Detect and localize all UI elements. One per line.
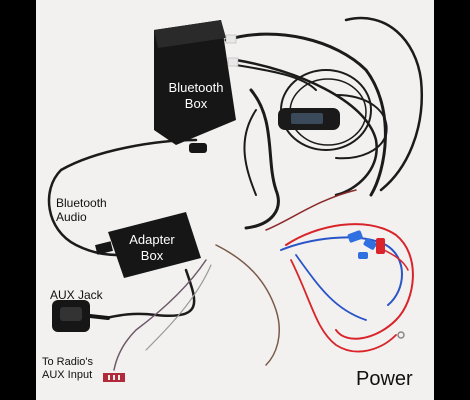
to-radio-label-line1: To Radio's [42,356,94,368]
radio-aux-plug [103,373,125,382]
to-radio-label-line2: AUX Input [42,369,93,381]
adapter-box-label-line1: Adapter [129,232,175,247]
bluetooth-audio-label-line1: Bluetooth [56,196,107,210]
black-cables [47,16,423,320]
adapter-box-label: Adapter Box [120,232,184,264]
product-photo: Bluetooth Box Bluetooth Audio Adapter Bo… [36,0,434,400]
adapter-box-device [95,212,201,278]
display-remote-device [278,108,340,130]
bluetooth-audio-label: Bluetooth Audio [56,196,107,224]
bluetooth-box-label-line2: Box [184,96,208,111]
photo-scene [47,16,423,382]
aux-jack-device [52,300,110,332]
bluetooth-audio-label-line2: Audio [56,210,87,224]
power-wires [113,189,414,371]
adapter-box-label-line2: Box [140,248,164,263]
power-connectors [347,230,405,339]
bluetooth-box-device [154,20,239,153]
to-radio-label: To Radio's AUX Input [42,356,93,382]
aux-jack-label: AUX Jack [50,288,103,302]
bluetooth-box-label-line1: Bluetooth [168,80,224,95]
power-label: Power [356,368,413,390]
bluetooth-box-label: Bluetooth Box [164,80,228,112]
